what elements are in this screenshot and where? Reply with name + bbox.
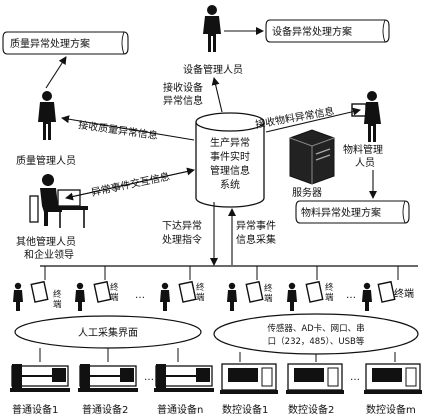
center-label-line4: 系统 [220, 178, 240, 191]
bus-drops [44, 266, 399, 280]
terminal-6 [362, 280, 396, 311]
material-plan-box: 物料异常处理方案 [295, 200, 410, 224]
machine-1-icon [10, 364, 70, 392]
equipment-plan-box: 设备异常处理方案 [265, 19, 390, 43]
cnc-3-icon [364, 363, 422, 394]
machine-3-icon [154, 364, 214, 392]
terminal-4 [227, 280, 264, 311]
auto-interface-label-line1: 传感器、AD卡、网口、串 [267, 323, 364, 334]
recv-material-label: 接收物料异常信息 [254, 104, 335, 131]
terminal-5 [287, 280, 324, 311]
other-manager-label-line1: 其他管理人员 [16, 235, 76, 248]
server-label: 服务器 [292, 186, 322, 199]
collect-label-line1: 异常事件 [236, 219, 276, 232]
terminal-3-label-a: 终 [196, 282, 205, 293]
machine-ellipsis-1: … [144, 372, 154, 383]
terminal-1-label-a: 终 [53, 289, 62, 300]
equipment-plan-label: 设备异常处理方案 [272, 25, 352, 38]
flow-arrows [45, 27, 377, 266]
material-manager-figure [351, 91, 381, 142]
terminal-1 [13, 280, 49, 311]
manual-interface-label: 人工采集界面 [78, 326, 138, 339]
device-connectors [39, 348, 396, 362]
dispatch-label-line2: 处理指令 [162, 233, 202, 246]
cnc-2-icon [286, 363, 344, 394]
server-icon [289, 129, 335, 185]
desk-manager-figure [29, 174, 88, 228]
quality-plan-box: 质量异常处理方案 [2, 31, 129, 55]
device-label-2: 普通设备2 [82, 403, 128, 416]
quality-plan-label: 质量异常处理方案 [10, 37, 90, 50]
center-label-line1: 生产异常 [210, 136, 250, 149]
equipment-manager-label: 设备管理人员 [183, 63, 243, 76]
recv-equip-label-line2: 异常信息 [163, 94, 203, 107]
device-label-6: 数控设备m [366, 403, 416, 416]
material-manager-label-line1: 物料管理 [343, 143, 383, 156]
terminal-1-label-b: 端 [53, 299, 62, 310]
device-label-5: 数控设备2 [288, 403, 334, 416]
center-label-line3: 管理信息 [210, 164, 250, 177]
terminal-4-label-a: 终 [264, 283, 273, 294]
quality-manager-figure [38, 91, 56, 140]
material-manager-label-line2: 人员 [355, 157, 375, 169]
collect-label-line2: 信息采集 [236, 233, 276, 246]
recv-equip-label-line1: 接收设备 [163, 81, 203, 94]
machine-2-icon [78, 364, 138, 392]
terminal-2-label-b: 端 [110, 292, 119, 303]
dispatch-label-line1: 下达异常 [162, 219, 202, 232]
terminal-3 [160, 280, 197, 311]
device-label-1: 普通设备1 [12, 403, 58, 416]
terminal-2-label-a: 终 [110, 282, 119, 293]
cnc-1-icon [220, 363, 278, 394]
terminal-4-label-b: 端 [264, 293, 273, 304]
recv-quality-label: 接收质量异常信息 [78, 118, 159, 142]
equipment-manager-figure [203, 5, 221, 52]
material-plan-label: 物料异常处理方案 [301, 206, 381, 219]
terminal-3-label-b: 端 [196, 292, 205, 303]
auto-interface-label-line2: 口（232，485）、USB等 [268, 336, 365, 347]
terminal-5-label-b: 端 [325, 292, 334, 303]
terminal-6-label: 终端 [394, 287, 414, 300]
machine-ellipsis-2: … [350, 372, 360, 383]
central-system-cylinder [195, 112, 265, 208]
auto-interface-ellipse [213, 313, 419, 355]
device-label-3: 普通设备n [157, 403, 203, 416]
quality-manager-label: 质量管理人员 [16, 154, 76, 167]
device-label-4: 数控设备1 [222, 403, 268, 416]
terminal-5-label-a: 终 [325, 282, 334, 293]
center-label-line2: 事件实时 [210, 150, 250, 163]
other-manager-label-line2: 和企业领导 [24, 248, 74, 261]
terminal-2 [75, 280, 112, 311]
terminal-ellipsis-1: … [135, 290, 145, 301]
terminal-ellipsis-2: … [346, 290, 356, 301]
exchange-label: 异常事件交互信息 [90, 170, 171, 199]
